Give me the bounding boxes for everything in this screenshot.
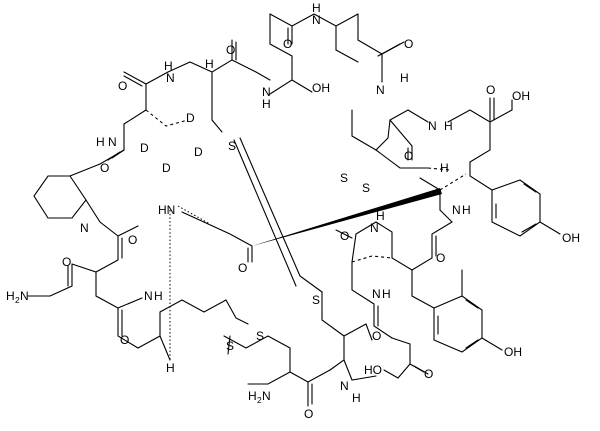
atom-2: 2 bbox=[257, 395, 262, 405]
atom-o: O bbox=[128, 233, 137, 247]
atom-h: H bbox=[6, 289, 15, 303]
atom-n: N bbox=[370, 221, 379, 235]
atom-n: N bbox=[262, 389, 271, 403]
atom-d: D bbox=[186, 111, 195, 125]
atom-o: O bbox=[424, 367, 433, 381]
atom-o: O bbox=[372, 329, 381, 343]
atom-ho: HO bbox=[364, 363, 382, 377]
atom-s: S bbox=[256, 329, 264, 343]
atom-s: S bbox=[312, 293, 320, 307]
atom-h: H bbox=[248, 389, 257, 403]
atom-n: N bbox=[376, 83, 385, 97]
atom-o: O bbox=[118, 79, 127, 93]
atom-n: N bbox=[452, 203, 461, 217]
atom-h: H bbox=[400, 71, 409, 85]
atom-h: H bbox=[205, 57, 214, 71]
atom-o: O bbox=[62, 255, 71, 269]
atom-s: S bbox=[228, 139, 236, 153]
atom-h: H bbox=[166, 361, 175, 375]
atom-h: H bbox=[262, 97, 271, 111]
atom-o: O bbox=[100, 161, 109, 175]
atom-2: 2 bbox=[15, 295, 20, 305]
atom-s: S bbox=[340, 171, 348, 185]
atom-d: D bbox=[194, 145, 203, 159]
atom-h: H bbox=[382, 287, 391, 301]
atom-s: S bbox=[362, 181, 370, 195]
atom-n: N bbox=[340, 379, 349, 393]
atom-o: O bbox=[404, 149, 413, 163]
atom-n: N bbox=[108, 135, 117, 149]
atom-h: H bbox=[96, 135, 105, 149]
atom-n: N bbox=[312, 13, 321, 27]
atom-n: N bbox=[372, 287, 381, 301]
atom-labels: H N O O N H H N H OH O N H O H N D D D D… bbox=[6, 1, 580, 421]
atom-o: O bbox=[238, 261, 247, 275]
atom-n: N bbox=[428, 119, 437, 133]
atom-oh: OH bbox=[512, 89, 530, 103]
atom-oh: OH bbox=[312, 81, 330, 95]
atom-n: N bbox=[20, 289, 29, 303]
atom-n: N bbox=[80, 221, 89, 235]
atom-h: H bbox=[376, 209, 385, 223]
atom-o: O bbox=[340, 229, 349, 243]
atom-o: O bbox=[120, 333, 129, 347]
atom-n: N bbox=[144, 289, 153, 303]
atom-o: O bbox=[226, 43, 235, 57]
atom-o: O bbox=[436, 251, 445, 265]
atom-n: N bbox=[166, 71, 175, 85]
atom-h: H bbox=[312, 1, 321, 15]
atom-o: O bbox=[486, 83, 495, 97]
atom-h: H bbox=[352, 391, 361, 405]
atom-d: D bbox=[140, 141, 149, 155]
atom-oh: OH bbox=[562, 231, 580, 245]
atom-h: H bbox=[444, 119, 453, 133]
atom-o: O bbox=[304, 407, 313, 421]
atom-o: O bbox=[283, 37, 292, 51]
bond-lines bbox=[27, 13, 561, 407]
atom-n: N bbox=[262, 85, 271, 99]
atom-oh: OH bbox=[504, 345, 522, 359]
atom-h: H bbox=[154, 289, 163, 303]
atom-h: H bbox=[440, 161, 449, 175]
atom-o: O bbox=[404, 37, 413, 51]
atom-s: S bbox=[226, 339, 234, 353]
atom-hn: HN bbox=[158, 203, 175, 217]
atom-h: H bbox=[462, 203, 471, 217]
atom-h: H bbox=[164, 59, 173, 73]
atom-d: D bbox=[162, 161, 171, 175]
